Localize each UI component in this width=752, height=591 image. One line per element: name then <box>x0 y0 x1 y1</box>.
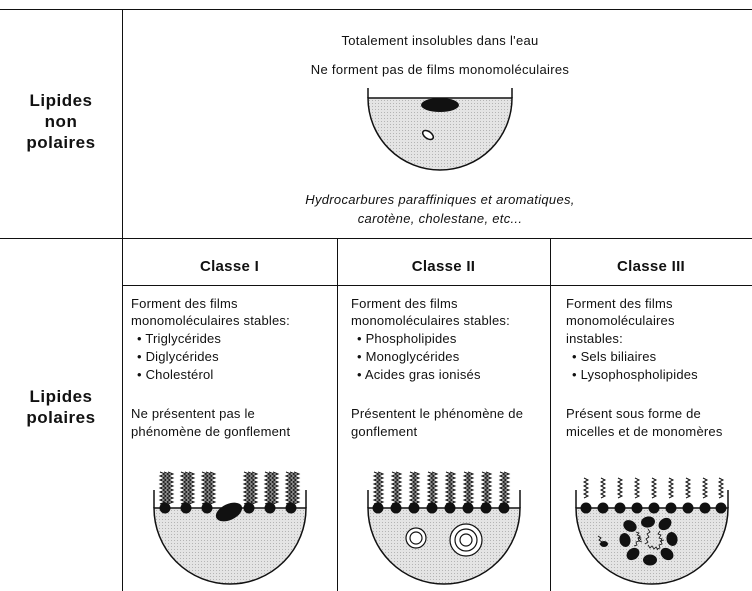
monolayer-tails <box>158 471 301 505</box>
water-bowl <box>367 507 521 585</box>
micelle <box>619 516 678 566</box>
class-3-line: • Sels biliaires <box>572 349 657 364</box>
class-1-line: phénomène de gonflement <box>131 424 291 439</box>
class-2-line: Présentent le phénomène de <box>351 406 524 421</box>
non-polar-label: Lipides non polaires <box>0 90 122 153</box>
water-bowl <box>367 97 513 171</box>
class-divider-2 <box>550 238 551 591</box>
polar-label-line: Lipides <box>29 387 93 406</box>
polar-heads <box>372 502 510 514</box>
non-polar-bowl-diagram <box>367 88 513 171</box>
triglyceride-droplet <box>215 502 243 522</box>
monolayer-tails <box>372 471 511 505</box>
no-film-text: Ne forment pas de films monomoléculaires <box>310 62 570 77</box>
class-1-line: monomoléculaires stables: <box>131 313 290 328</box>
class-2-line: monomoléculaires stables: <box>351 313 510 328</box>
class-1-line: • Diglycérides <box>137 349 219 364</box>
class-1-bowl-diagram <box>153 471 307 585</box>
class-2-line: • Acides gras ionisés <box>357 367 481 382</box>
class-3-line: instables: <box>566 331 623 346</box>
class-header-divider <box>122 285 752 286</box>
non-polar-label-line: polaires <box>26 133 96 152</box>
class-3-title: Classe III <box>616 258 686 275</box>
examples-line-1: Hydrocarbures paraffiniques et aromatiqu… <box>305 192 575 207</box>
class-3-line: monomoléculaires <box>566 313 675 328</box>
class-3-line: • Lysophospholipides <box>572 367 698 382</box>
class-2-title: Classe II <box>411 258 476 275</box>
polar-label-line: polaires <box>26 408 96 427</box>
polar-label: Lipides polaires <box>0 386 122 428</box>
label-column-divider <box>122 9 123 591</box>
class-1-line: Forment des films <box>131 296 238 311</box>
insoluble-text: Totalement insolubles dans l'eau <box>341 33 539 48</box>
class-2-line: • Phospholipides <box>357 331 457 346</box>
class-2-line: Forment des films <box>351 296 458 311</box>
class-1-line: Ne présentent pas le <box>131 406 255 421</box>
water-bowl <box>153 507 307 585</box>
micelle-core-tails <box>633 528 665 551</box>
class-2-bowl-diagram <box>367 471 521 585</box>
non-polar-label-line: Lipides <box>29 91 93 110</box>
class-divider-1 <box>337 238 338 591</box>
polar-heads <box>159 502 297 514</box>
suspended-lipid-drop <box>421 129 435 141</box>
monolayer-tails <box>582 477 725 499</box>
class-3-line: Forment des films <box>566 296 673 311</box>
class-2-line: • Monoglycérides <box>357 349 460 364</box>
class-1-title: Classe I <box>199 258 260 275</box>
class-3-line: Présent sous forme de <box>566 406 701 421</box>
class-2-line: gonflement <box>351 424 418 439</box>
non-polar-label-line: non <box>44 112 78 131</box>
class-3-bowl-diagram <box>575 477 729 585</box>
row-divider <box>0 238 752 239</box>
polar-heads <box>580 502 727 514</box>
class-3-line: micelles et de monomères <box>566 424 723 439</box>
swollen-vesicles <box>405 523 483 557</box>
class-1-line: • Cholestérol <box>137 367 214 382</box>
examples-line-2: carotène, cholestane, etc... <box>357 211 523 226</box>
class-1-line: • Triglycérides <box>137 331 222 346</box>
floating-lipid-droplet <box>421 98 459 112</box>
table-top-border <box>0 9 752 10</box>
